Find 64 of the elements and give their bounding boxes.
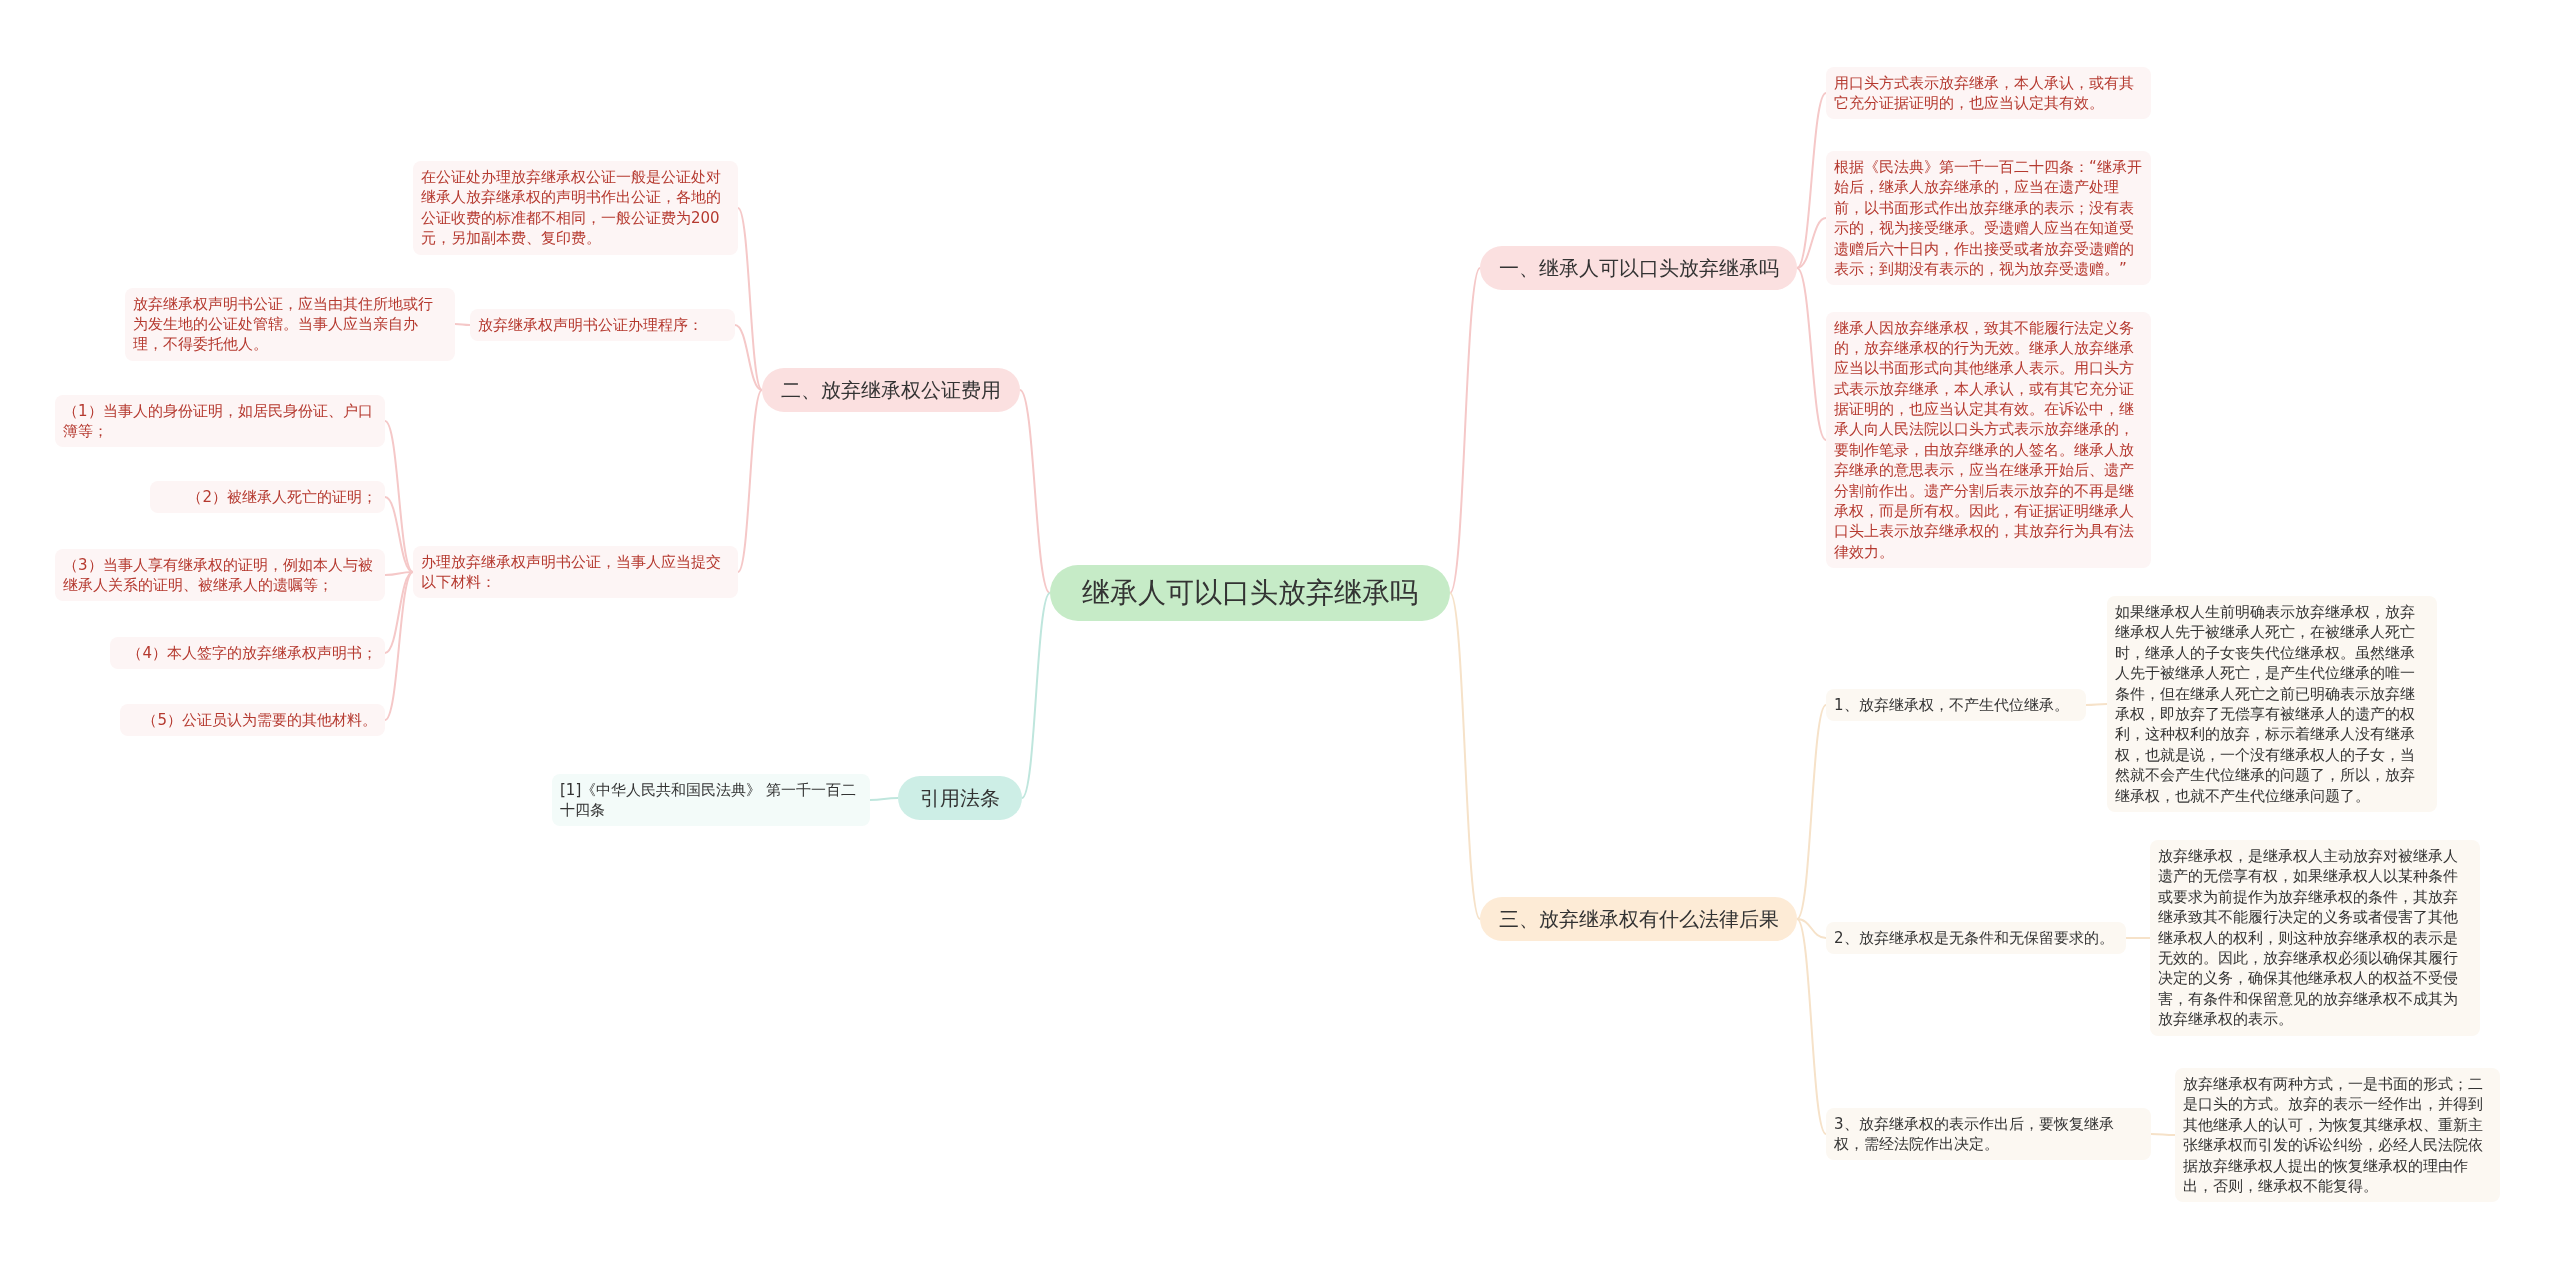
note-text: 用口头方式表示放弃继承，本人承认，或有其它充分证据证明的，也应当认定其有效。: [1834, 72, 2135, 114]
note-text: 放弃继承权有两种方式，一是书面的形式；二是口头的方式。放弃的表示一经作出，并得到其他继承人的认可，为恢复其继承权、重新主张继承权而引发的诉讼纠纷，必经人民法院依据放弃继承权人提出的恢复继承权的理由作出，否则，继承权不能复得。: [2183, 1074, 2484, 1197]
note-box: [110, 637, 385, 670]
note-text: 在公证处办理放弃继承权公证一般是公证处对继承人放弃继承权的声明书作出公证，各地的公证收费的标准都不相同，一般公证费为200元，另加副本费、复印费。: [421, 167, 722, 249]
connector-line: [737, 207, 763, 391]
connector-line: [2125, 937, 2151, 939]
note-box: [1826, 922, 2126, 955]
note-box: [1826, 66, 2151, 120]
topic-text: 一、继承人可以口头放弃继承吗: [1498, 255, 1779, 281]
connector-line: [1449, 267, 1481, 594]
topic-text: 二、放弃继承权公证费用: [780, 377, 1002, 403]
connector-line: [384, 571, 414, 721]
note-text: （3）当事人享有继承权的证明，例如本人与被继承人关系的证明、被继承人的遗嘱等；: [63, 554, 374, 596]
note-text: 3、放弃继承权的表示作出后，要恢复继承权，需经法院作出决定。: [1834, 1113, 2115, 1155]
note-text: [1]《中华人民共和国民法典》 第一千一百二十四条: [560, 779, 857, 821]
connector-line: [1796, 92, 1827, 269]
note-text: （4）本人签字的放弃继承权声明书；: [126, 643, 377, 664]
note-box: [1826, 1107, 2151, 1161]
note-box: [55, 394, 385, 448]
connector-line: [737, 389, 763, 573]
note-box: [120, 704, 385, 737]
connector-line: [2085, 703, 2108, 706]
note-box: [55, 548, 385, 602]
connector-line: [1796, 918, 1827, 939]
note-text: 办理放弃继承权声明书公证，当事人应当提交以下材料：: [421, 551, 722, 593]
connector-line: [384, 496, 414, 573]
connector-line: [1796, 267, 1827, 441]
topic-box: [898, 776, 1022, 820]
note-box: [413, 545, 738, 599]
central-topic-text: 继承人可以口头放弃继承吗: [1081, 575, 1419, 611]
connector-line: [734, 324, 763, 391]
connector-line: [1449, 592, 1481, 920]
connector-line: [1021, 592, 1051, 799]
note-text: 放弃继承权，是继承权人主动放弃对被继承人遗产的无偿享有权，如果继承权人以某种条件或要求为前提作为放弃继承权的条件，其放弃继承致其不能履行决定的义务或者侵害了其他继承权人的权利，则这种放弃继承权的表示是无效的。因此，放弃继承权必须以确保其履行决定的义务，确保其他继承权人的权益不受侵害，有条件和保留意见的放弃继承权不成其为放弃继承权的表示。: [2158, 846, 2459, 1030]
note-text: （2）被继承人死亡的证明；: [186, 487, 377, 508]
connector-line: [1796, 918, 1827, 1135]
note-text: 放弃继承权声明书公证，应当由其住所地或行为发生地的公证处管辖。当事人应当亲自办理，不得委托他人。: [133, 293, 434, 355]
connector-line: [1019, 389, 1051, 594]
connector-line: [384, 420, 414, 573]
connector-line: [1796, 217, 1827, 269]
note-text: 继承人因放弃继承权，致其不能履行法定义务的，放弃继承权的行为无效。继承人放弃继承应当以书面形式向其他继承人表示。用口头方式表示放弃继承，本人承认，或有其它充分证据证明的，也应当认定其有效。在诉讼中，继承人向人民法院以口头方式表示放弃继承的，要制作笔录，由放弃继承的人签名。继承人放弃继承的意思表示，应当在继承开始后、遗产分割前作出。遗产分割后表示放弃的不再是继承权，而是所有权。因此，有证据证明继承人口头上表示放弃继承权的，其放弃行为具有法律效力。: [1834, 317, 2135, 563]
connector-line: [1796, 704, 1827, 920]
note-box: [125, 287, 455, 361]
connector-line: [454, 323, 471, 326]
note-text: 如果继承权人生前明确表示放弃继承权，放弃继承权人先于被继承人死亡，在被继承人死亡时，继承人的子女丧失代位继承权。虽然继承人先于被继承人死亡，是产生代位继承的唯一条件，但在继承人死亡之前已明确表示放弃继承权，即放弃了无偿享有被继承人的遗产的权利，这种权利的放弃，标示着继承人没有继承权，也就是说，一个没有继承权人的子女，当然就不会产生代位继承的问题了，所以，放弃继承权，也就不产生代位继承问题了。: [2115, 602, 2416, 806]
note-box: [2175, 1068, 2500, 1203]
note-text: 2、放弃继承权是无条件和无保留要求的。: [1834, 928, 2115, 949]
note-text: 1、放弃继承权，不产生代位继承。: [1834, 695, 2070, 716]
note-box: [413, 161, 738, 255]
note-text: （1）当事人的身份证明，如居民身份证、户口簿等；: [63, 400, 374, 442]
note-box: [552, 773, 870, 827]
note-text: 放弃继承权声明书公证办理程序：: [478, 315, 704, 336]
topic-box: [1480, 897, 1797, 941]
topic-box: [762, 368, 1020, 412]
topic-text: 三、放弃继承权有什么法律后果: [1498, 906, 1779, 932]
note-box: [1826, 689, 2086, 722]
topic-box: [1480, 246, 1797, 290]
connector-line: [2150, 1133, 2176, 1136]
note-box: [150, 481, 385, 514]
topic-text: 引用法条: [919, 785, 1001, 811]
note-text: 根据《民法典》第一千一百二十四条：“继承开始后，继承人放弃继承的，应当在遗产处理前，以书面形式作出放弃继承的表示；没有表示的，视为接受继承。受遗赠人应当在知道受遗赠后六十日内，作出接受或者放弃受遗赠的表示；到期没有表示的，视为放弃受遗赠。”: [1834, 157, 2143, 280]
connector-line: [869, 797, 899, 801]
note-text: （5）公证员认为需要的其他材料。: [141, 710, 377, 731]
note-box: [470, 309, 735, 342]
